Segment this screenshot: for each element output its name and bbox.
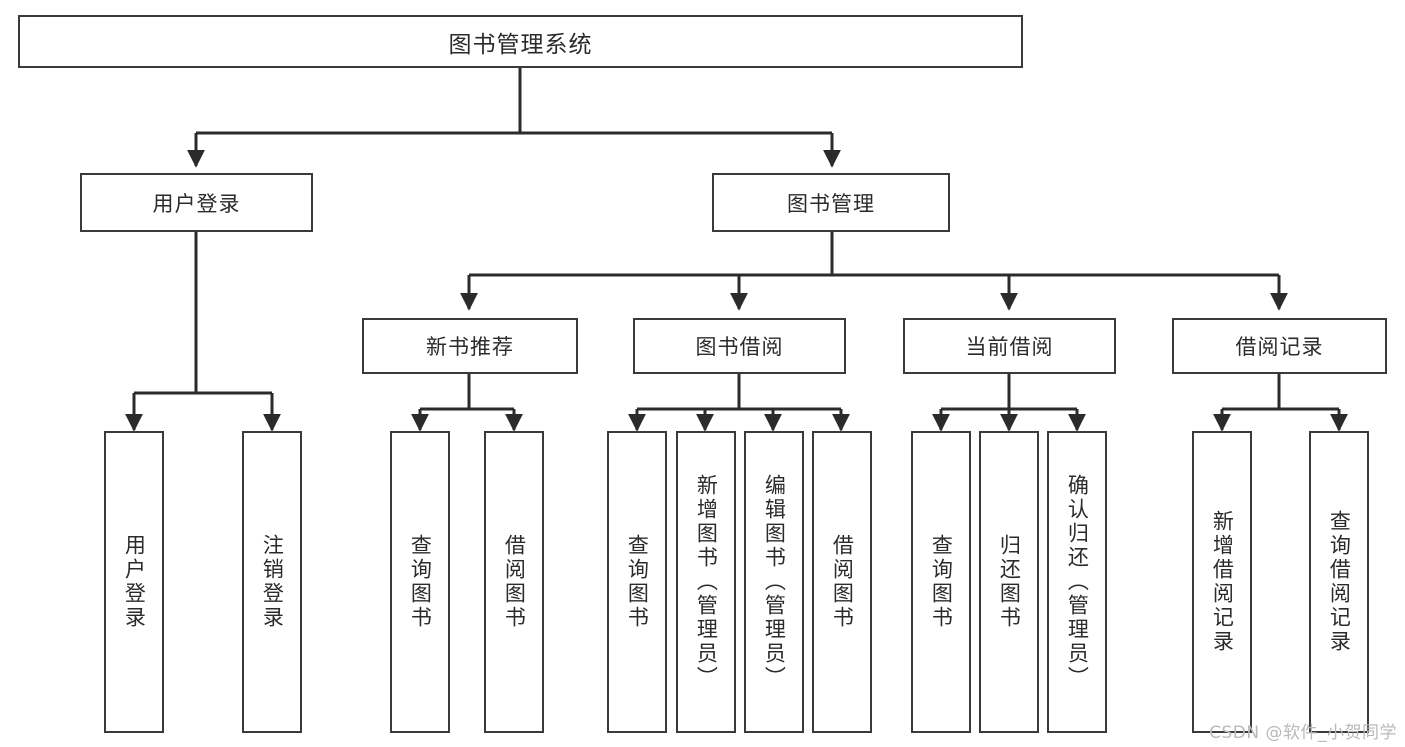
node-borrow-record[interactable]: 借阅记录 [1172,318,1387,374]
leaf-book-borrow-edit[interactable]: 编辑图书（管理员） [744,431,804,733]
leaf-label: 查询图书 [408,534,433,630]
node-root[interactable]: 图书管理系统 [18,15,1023,68]
leaf-current-borrow-query[interactable]: 查询图书 [911,431,971,733]
leaf-label: 借阅图书 [830,534,855,630]
node-user-login-label: 用户登录 [152,191,241,216]
node-book-borrow-label: 图书借阅 [695,335,784,359]
node-book-management-label: 图书管理 [787,191,875,216]
leaf-new-book-borrow[interactable]: 借阅图书 [484,431,544,733]
leaf-label: 新增图书（管理员） [694,474,719,690]
leaf-label: 查询借阅记录 [1327,510,1352,654]
leaf-book-borrow-query[interactable]: 查询图书 [607,431,667,733]
leaf-label: 借阅图书 [502,534,527,630]
node-new-book-recommend-label: 新书推荐 [426,335,514,359]
node-borrow-record-label: 借阅记录 [1235,335,1324,359]
leaf-current-borrow-confirm-return[interactable]: 确认归还（管理员） [1047,431,1107,733]
csdn-watermark: CSDN @软件_小贺同学 [1209,723,1397,743]
leaf-label: 编辑图书（管理员） [762,474,787,690]
leaf-label: 归还图书 [997,534,1022,630]
leaf-label: 新增借阅记录 [1210,510,1235,654]
leaf-label: 查询图书 [625,534,650,630]
leaf-book-borrow-borrow[interactable]: 借阅图书 [812,431,872,733]
leaf-book-borrow-add[interactable]: 新增图书（管理员） [676,431,736,733]
leaf-label: 注销登录 [260,534,285,630]
node-current-borrow[interactable]: 当前借阅 [903,318,1116,374]
leaf-current-borrow-return[interactable]: 归还图书 [979,431,1039,733]
leaf-new-book-query[interactable]: 查询图书 [390,431,450,733]
node-book-management[interactable]: 图书管理 [712,173,950,232]
leaf-borrow-record-add[interactable]: 新增借阅记录 [1192,431,1252,733]
node-new-book-recommend[interactable]: 新书推荐 [362,318,578,374]
node-user-login[interactable]: 用户登录 [80,173,313,232]
leaf-user-login-login[interactable]: 用户登录 [104,431,164,733]
leaf-borrow-record-query[interactable]: 查询借阅记录 [1309,431,1369,733]
leaf-user-login-logout[interactable]: 注销登录 [242,431,302,733]
leaf-label: 确认归还（管理员） [1065,474,1090,690]
node-book-borrow[interactable]: 图书借阅 [633,318,846,374]
node-current-borrow-label: 当前借阅 [965,335,1054,359]
node-root-label: 图书管理系统 [448,31,593,58]
leaf-label: 用户登录 [122,534,147,630]
leaf-label: 查询图书 [929,534,954,630]
